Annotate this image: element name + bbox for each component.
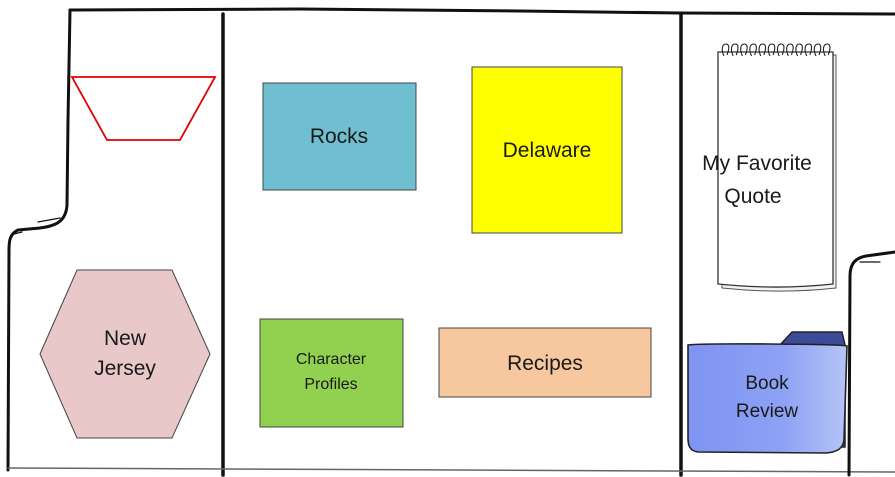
recipes-box	[438, 327, 652, 398]
spiral-loop	[721, 43, 730, 57]
character-profiles-box	[259, 318, 404, 428]
recipes-card[interactable]: Recipes	[438, 327, 652, 398]
rocks-card[interactable]: Rocks	[262, 82, 417, 191]
character-profiles-label-line2: Profiles	[304, 376, 357, 393]
rocks-label: Rocks	[310, 125, 368, 148]
spiral-loop	[786, 43, 794, 57]
spiral-loop	[740, 43, 748, 57]
delaware-card[interactable]: Delaware	[471, 66, 623, 234]
spiral-loop	[776, 43, 785, 57]
spiral-loop	[758, 43, 767, 57]
delaware-label: Delaware	[503, 139, 592, 162]
left-wall-notch-2	[13, 231, 23, 235]
spiral-loop	[822, 43, 831, 57]
character-profiles-label-line1: Character	[296, 351, 367, 368]
spiral-loop	[795, 43, 803, 57]
top-wall	[68, 7, 895, 16]
notepad-page	[717, 51, 834, 288]
book-review-folder[interactable]: Book Review	[687, 331, 848, 454]
spiral-loop	[804, 43, 813, 57]
recipes-label: Recipes	[507, 352, 583, 375]
new-jersey-card[interactable]: New Jersey	[39, 269, 211, 439]
folder-front	[687, 343, 848, 454]
spiral-loop	[767, 43, 776, 57]
left-wall	[6, 8, 72, 472]
new-jersey-hexagon	[39, 269, 211, 439]
spiral-loop	[749, 43, 757, 57]
favorite-quote-label-line2: Quote	[724, 185, 781, 208]
new-jersey-label-line2: Jersey	[94, 357, 156, 380]
rocks-box	[262, 82, 417, 191]
new-jersey-label-line1: New	[104, 327, 147, 350]
notepad-spiral-icon	[721, 43, 831, 57]
right-wall	[847, 250, 895, 477]
character-profiles-card[interactable]: Character Profiles	[259, 318, 404, 428]
spiral-loop	[813, 43, 822, 57]
left-wall-notch	[37, 217, 61, 223]
spiral-loop	[730, 43, 739, 57]
delaware-box	[471, 66, 623, 234]
red-tray[interactable]	[70, 76, 217, 141]
favorite-quote-notepad[interactable]: My Favorite Quote	[702, 43, 837, 292]
bottom-wall	[7, 467, 895, 473]
book-review-label-line1: Book	[745, 373, 789, 394]
book-review-label-line2: Review	[736, 401, 799, 422]
room-walls	[6, 7, 895, 477]
favorite-quote-label-line1: My Favorite	[702, 152, 812, 175]
